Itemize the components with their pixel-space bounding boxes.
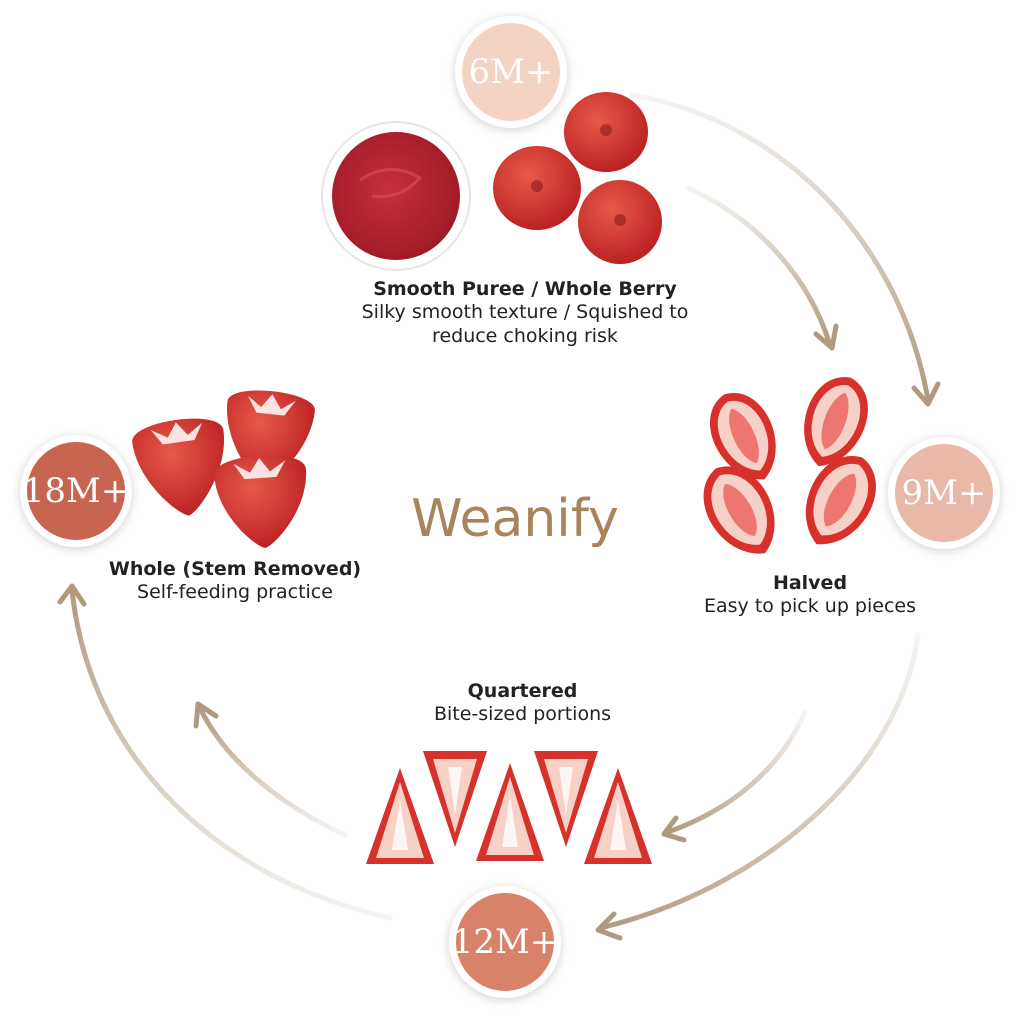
stage-12m-title: Quartered [467, 680, 578, 702]
halved-strawberries-icon [703, 377, 876, 554]
age-badge-6m: 6M+ [455, 16, 567, 128]
arrow-9m-to-12m-outer [597, 632, 921, 931]
logo-wordmark: Weanify [411, 489, 619, 549]
arrow-9m-to-12m-inner-head [661, 815, 687, 843]
stage-18m-desc: Self-feeding practice [137, 581, 333, 603]
arrow-12m-to-18m-outer [69, 587, 393, 921]
arrow-9m-to-12m-outer-head [595, 911, 623, 941]
stage-6m-desc-line2: reduce choking risk [432, 325, 618, 347]
arrow-6m-to-9m-inner [685, 185, 833, 348]
stage-6m-desc-line1: Silky smooth texture / Squished to [361, 301, 689, 323]
quartered-strawberries-icon [366, 751, 652, 864]
stage-9m-title: Halved [772, 572, 848, 594]
stage-18m-title: Whole (Stem Removed) [108, 558, 362, 580]
arrow-12m-to-18m-outer-head [57, 583, 87, 607]
stage-6m-title: Smooth Puree / Whole Berry [373, 278, 677, 300]
stage-12m-desc: Bite-sized portions [433, 703, 612, 725]
stage-9m-desc: Easy to pick up pieces [704, 595, 916, 617]
age-badge-9m: 9M+ [888, 437, 1000, 549]
puree-bowl-and-squished-berries-icon [321, 92, 662, 271]
stage-6m-text: Smooth Puree / Whole Berry Silky smooth … [300, 278, 750, 348]
arrow-6m-to-9m-inner-head [813, 323, 839, 351]
arrow-6m-to-9m-outer [629, 92, 931, 403]
age-badge-18m: 18M+ [20, 435, 132, 547]
whole-strawberries-icon [132, 390, 315, 548]
arrow-12m-to-18m-inner-head [193, 701, 219, 729]
stage-18m-text: Whole (Stem Removed) Self-feeding practi… [90, 558, 380, 604]
arrow-12m-to-18m-inner [197, 705, 348, 838]
stage-9m-text: Halved Easy to pick up pieces [670, 572, 950, 618]
arrow-6m-to-9m-outer-head [911, 381, 941, 407]
age-badge-12m: 12M+ [449, 886, 561, 998]
weanify-logo: Weanify [411, 489, 619, 549]
cycle-arrows [57, 92, 941, 941]
stage-12m-text: Quartered Bite-sized portions [390, 680, 655, 726]
arrow-9m-to-12m-inner [665, 709, 808, 835]
